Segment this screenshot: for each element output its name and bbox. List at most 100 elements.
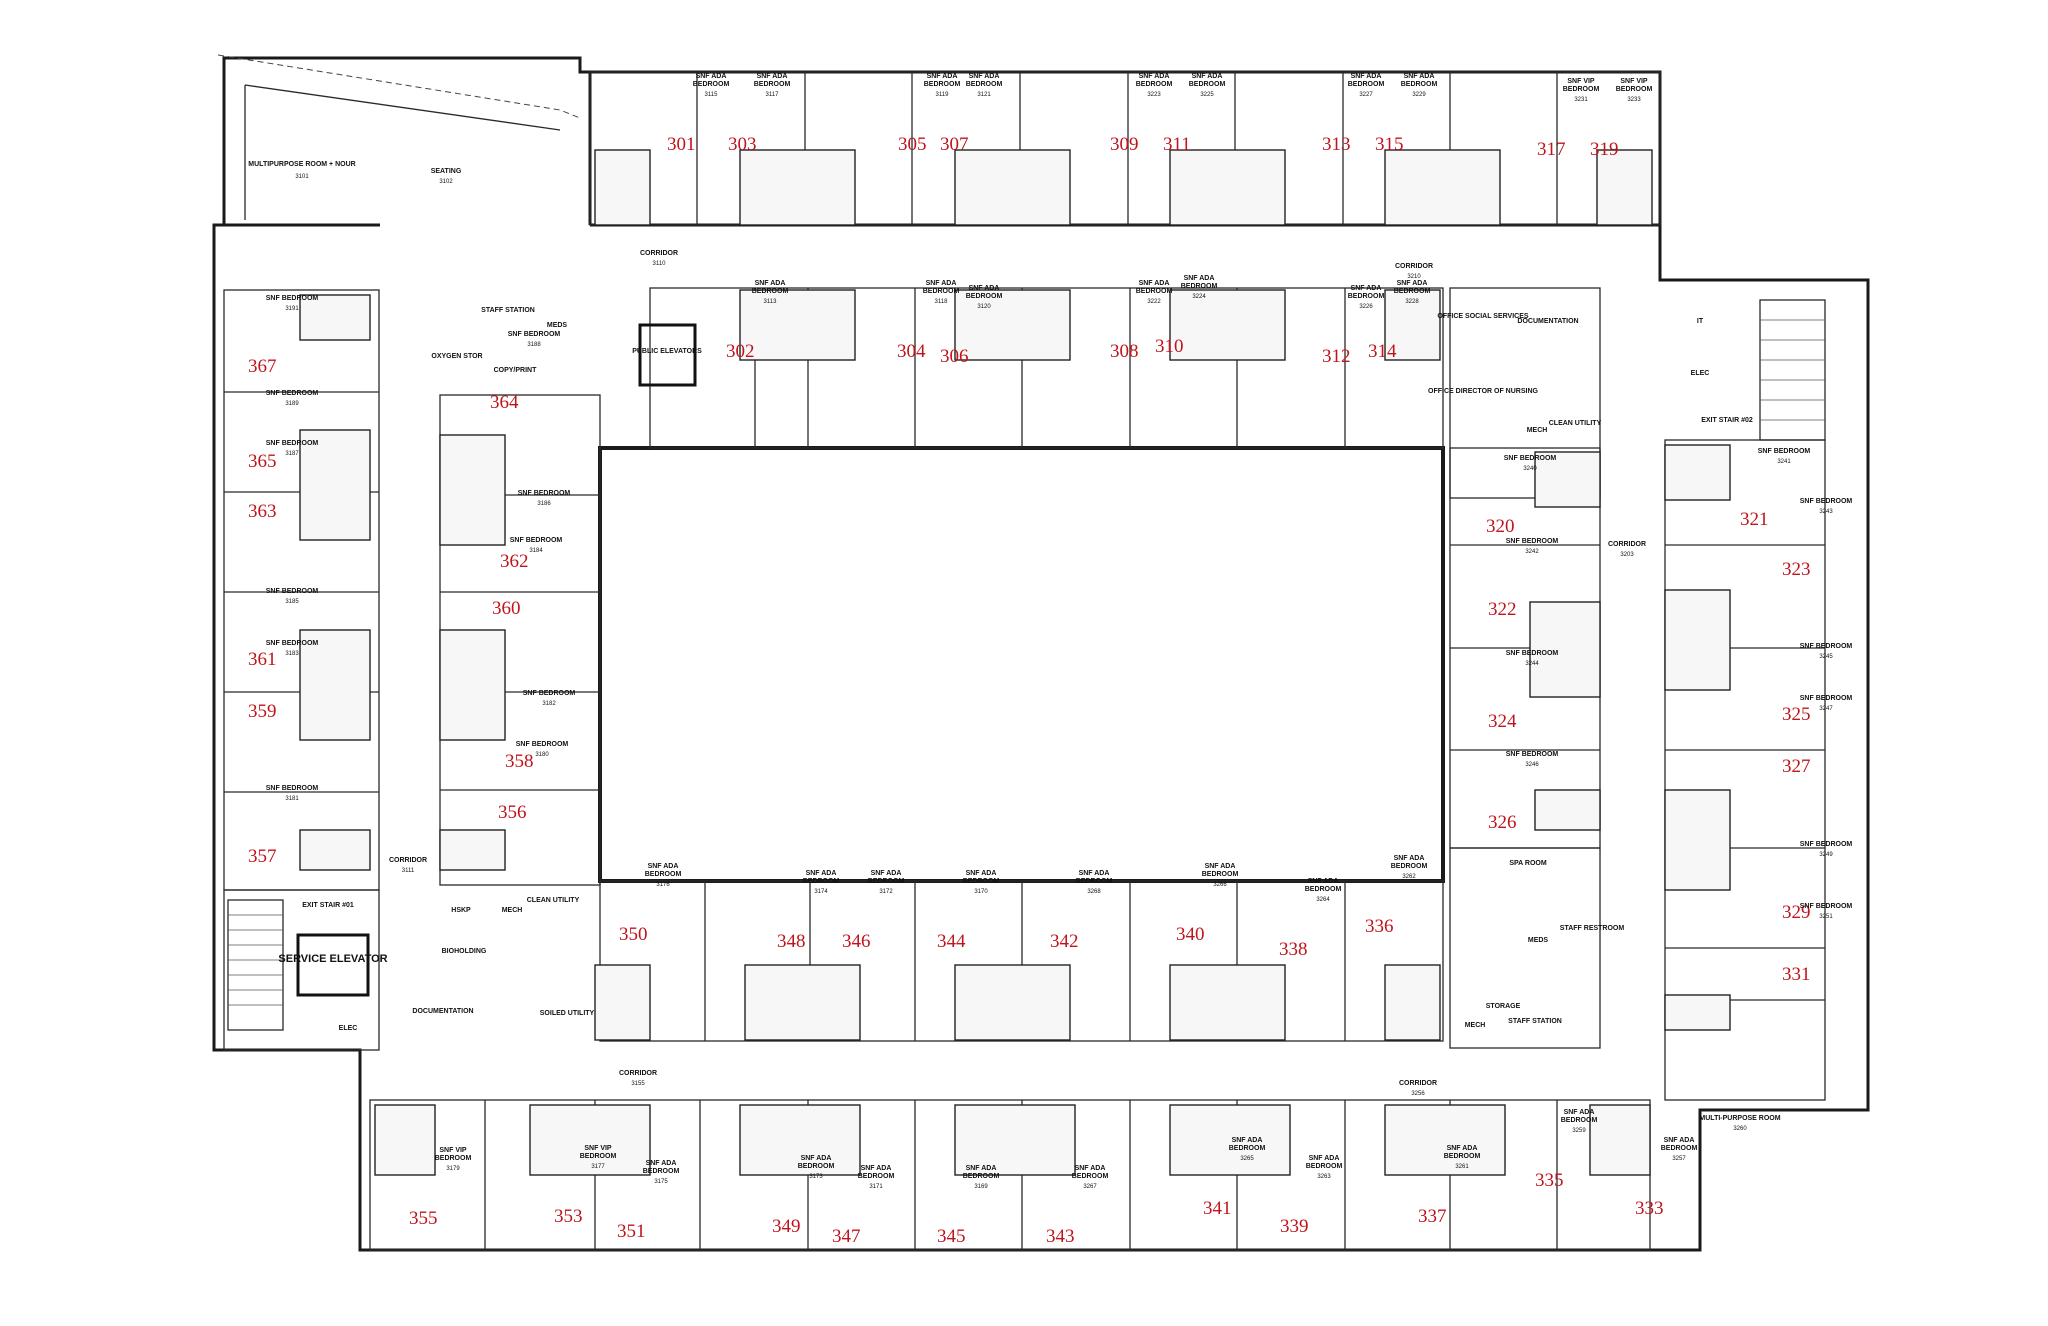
room-number: 306: [940, 346, 969, 367]
staff-restroom-label: STAFF RESTROOM: [1560, 925, 1625, 932]
room-code: 3177: [591, 1164, 605, 1170]
room-label: BEDROOM: [435, 1155, 472, 1162]
room-label: SNF ADA: [969, 285, 1000, 292]
support-labels: MULTIPURPOSE ROOM + NOUR 3101 SEATING 31…: [248, 161, 1780, 1132]
room-label: BEDROOM: [643, 1168, 680, 1175]
room-label: BEDROOM: [1348, 293, 1385, 300]
meds-2-label: MEDS: [1528, 937, 1549, 944]
room-code: 3119: [936, 92, 950, 98]
room-code: 3169: [974, 1184, 988, 1190]
room-number: 337: [1418, 1206, 1447, 1227]
room-number: 358: [505, 751, 534, 772]
room-label: SNF ADA: [801, 1155, 832, 1162]
room-code: 3259: [1572, 1128, 1586, 1134]
room-label: BEDROOM: [1202, 871, 1239, 878]
room-code: 3184: [529, 548, 543, 554]
room-label: BEDROOM: [798, 1163, 835, 1170]
room-code: 3174: [814, 889, 828, 895]
room-label: SNF ADA: [1308, 878, 1339, 885]
room-code: 3171: [869, 1184, 883, 1190]
room-label: SNF ADA: [1192, 73, 1223, 80]
room-number: 331: [1782, 964, 1811, 985]
room-code: 3263: [1317, 1174, 1331, 1180]
room-label: SNF ADA: [806, 870, 837, 877]
documentation-label: DOCUMENTATION: [1517, 318, 1578, 325]
room-number: 315: [1375, 134, 1404, 155]
room-label: SNF ADA: [1664, 1137, 1695, 1144]
room-code: 3120: [977, 304, 991, 310]
room-code: 3187: [285, 451, 299, 457]
room-label: SNF ADA: [871, 870, 902, 877]
room-number: 357: [248, 846, 277, 867]
room-label: SNF BEDROOM: [266, 785, 319, 792]
room-label: SNF BEDROOM: [1506, 650, 1559, 657]
room-number: 303: [728, 134, 757, 155]
room-code: 3265: [1240, 1156, 1254, 1162]
hskp-label: HSKP: [451, 907, 471, 914]
room-label: BEDROOM: [580, 1153, 617, 1160]
room-label: SNF ADA: [1404, 73, 1435, 80]
room-code: 3176: [656, 882, 670, 888]
room-number: 361: [248, 649, 277, 670]
room-label: BEDROOM: [924, 81, 961, 88]
room-label: SNF ADA: [1205, 863, 1236, 870]
corridor-left-code: 3111: [402, 868, 415, 874]
spa-label: SPA ROOM: [1509, 860, 1547, 867]
corridor-top-code: 3110: [653, 261, 667, 267]
room-code: 3243: [1819, 509, 1833, 515]
room-code: 3175: [654, 1179, 668, 1185]
room-code: 3121: [977, 92, 991, 98]
multipurpose-code: 3101: [295, 174, 309, 180]
room-label: BEDROOM: [1306, 1163, 1343, 1170]
room-label: SNF ADA: [1079, 870, 1110, 877]
room-label: BEDROOM: [1661, 1145, 1698, 1152]
room-code: 3251: [1819, 914, 1833, 920]
room-code: 3226: [1359, 304, 1373, 310]
room-label: BEDROOM: [1189, 81, 1226, 88]
room-label: BEDROOM: [1305, 886, 1342, 893]
mech-2-label: MECH: [1465, 1022, 1486, 1029]
room-code: 3247: [1819, 706, 1833, 712]
room-number: 353: [554, 1206, 583, 1227]
room-label: BEDROOM: [963, 1173, 1000, 1180]
oxygen-label: OXYGEN STOR: [431, 353, 482, 360]
room-code: 3188: [527, 342, 541, 348]
room-label: BEDROOM: [1444, 1153, 1481, 1160]
room-number: 362: [500, 551, 529, 572]
room-label: BEDROOM: [1076, 878, 1113, 885]
room-code: 3185: [285, 599, 299, 605]
room-code: 3180: [535, 752, 549, 758]
room-number: 327: [1782, 756, 1811, 777]
room-number: 333: [1635, 1198, 1664, 1219]
room-number: 349: [772, 1216, 801, 1237]
room-code: 3186: [537, 501, 551, 507]
room-code: 3182: [542, 701, 556, 707]
corridor-right-label: CORRIDOR: [1608, 541, 1646, 548]
room-number: 302: [726, 341, 755, 362]
it-label: IT: [1697, 318, 1704, 325]
room-number: 342: [1050, 931, 1079, 952]
clean-utility-2-label: CLEAN UTILITY: [527, 897, 580, 904]
soiled-utility-label: SOILED UTILITY: [540, 1010, 595, 1017]
room-label: SNF ADA: [648, 863, 679, 870]
room-label: SNF ADA: [1351, 73, 1382, 80]
room-label: BEDROOM: [963, 878, 1000, 885]
